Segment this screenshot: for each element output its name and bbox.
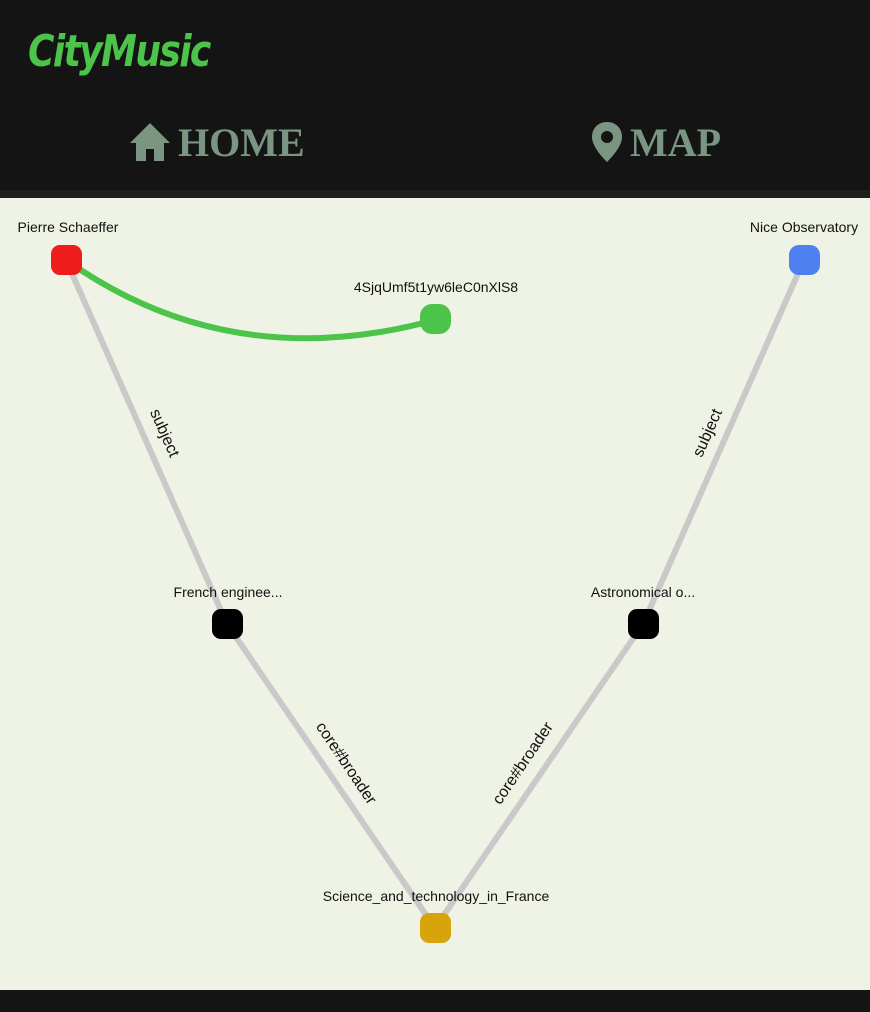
node-label-nice: Nice Observatory <box>750 219 858 235</box>
node-label-pierre: Pierre Schaeffer <box>18 219 119 235</box>
node-label-science: Science_and_technology_in_France <box>323 888 550 904</box>
node-label-astro: Astronomical o... <box>591 584 695 600</box>
app-header: CityMusic HOME MAP <box>0 0 870 190</box>
page-footer <box>0 990 870 1012</box>
citymusic-logo[interactable]: CityMusic <box>28 26 211 77</box>
node-track[interactable] <box>420 304 451 334</box>
node-label-track: 4SjqUmf5t1yw6leC0nXlS8 <box>354 279 518 295</box>
edge-pierre-track[interactable] <box>64 257 436 342</box>
node-label-french: French enginee... <box>174 584 283 600</box>
nav-map-label: MAP <box>630 119 722 165</box>
map-marker-icon <box>592 122 622 162</box>
nav-map-link[interactable]: MAP <box>590 112 721 172</box>
edge-nice-astro[interactable] <box>640 258 807 626</box>
edge-pierre-french[interactable] <box>63 258 230 626</box>
node-astronomical[interactable] <box>628 609 659 639</box>
graph-canvas[interactable]: subject subject core#broader core#broade… <box>0 198 870 990</box>
edge-astro-science[interactable] <box>432 622 646 930</box>
node-french-engineers[interactable] <box>212 609 243 639</box>
header-divider <box>0 190 870 198</box>
node-science-technology-france[interactable] <box>420 913 451 943</box>
node-nice-observatory[interactable] <box>789 245 820 275</box>
knowledge-graph[interactable]: subject subject core#broader core#broade… <box>0 198 870 990</box>
edge-french-science[interactable] <box>224 622 438 930</box>
node-pierre-schaeffer[interactable] <box>51 245 82 275</box>
home-icon <box>130 123 170 161</box>
nav-home-link[interactable]: HOME <box>128 112 305 172</box>
nav-home-label: HOME <box>178 119 305 165</box>
